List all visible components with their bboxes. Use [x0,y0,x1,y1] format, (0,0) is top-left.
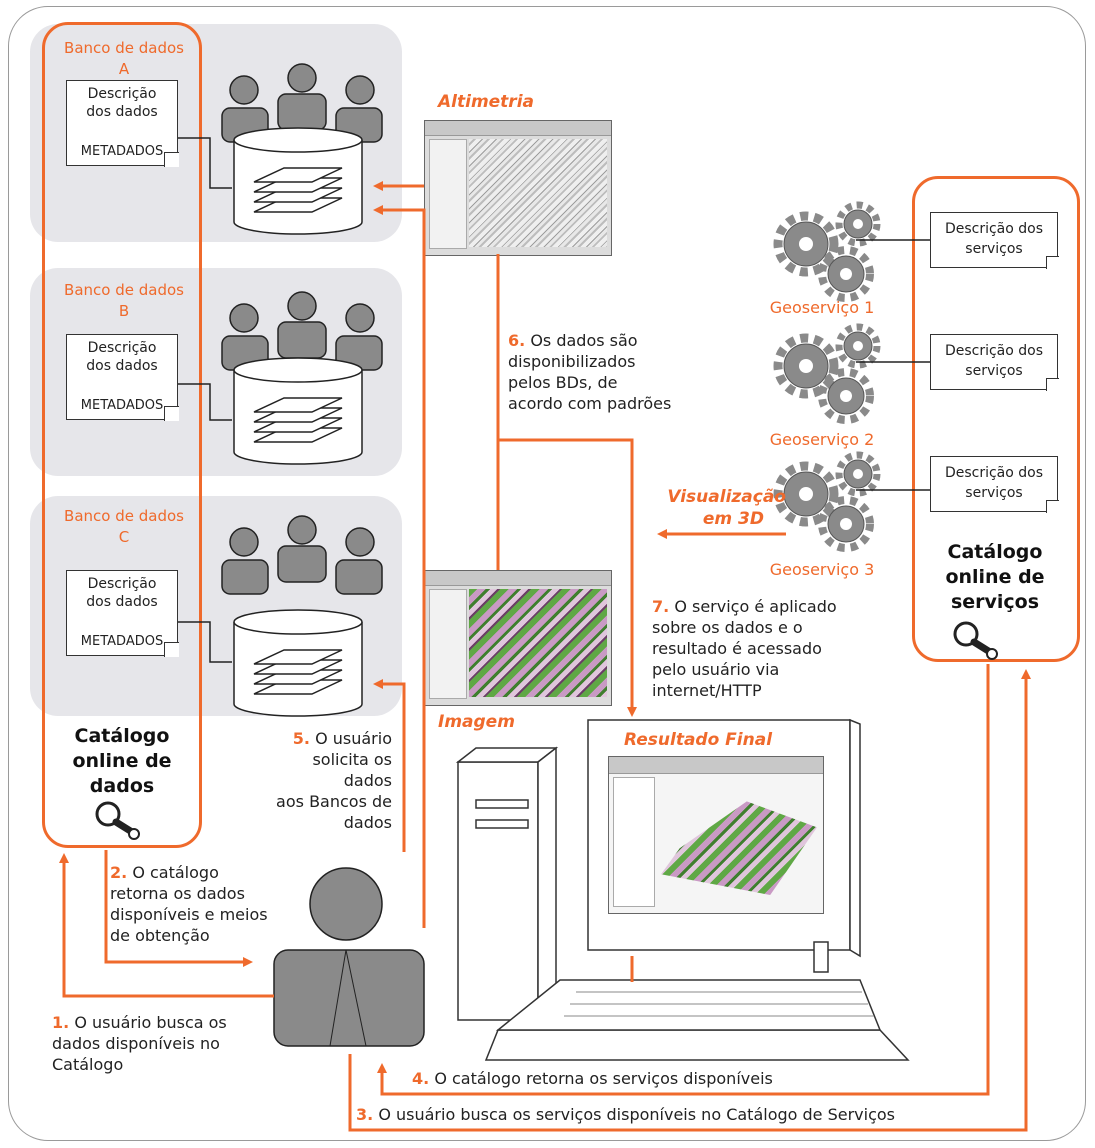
step-5-num: 5. [292,729,310,748]
step-2-line1: O catálogo [132,863,219,882]
step-2-text: 2. O catálogo retorna os dados disponíve… [110,862,268,946]
doc-fold-icon [164,406,179,421]
doc-fold-icon [1046,500,1059,513]
service-doc-3-text: Descrição dos serviços [944,465,1044,501]
geoservice-3-label: Geoserviço 3 [769,560,875,579]
step-3-text: 3. O usuário busca os serviços disponíve… [356,1104,895,1125]
metadata-doc-c-tag: METADADOS [80,634,164,649]
database-b-title-line2: B [118,302,130,320]
step-6-text: 6. Os dados são disponibilizados pelos B… [508,330,671,414]
resultado-final-label: Resultado Final [624,730,773,750]
data-catalog-line1: Catálogo [74,725,170,747]
service-catalog-title: Catálogo online de serviços [920,540,1070,615]
visualizacao-label: Visualização em 3D [656,486,786,530]
database-cylinder-icon [233,357,363,465]
geoservice-1-label: Geoserviço 1 [769,298,875,317]
resultado-screenshot [608,756,824,914]
metadata-doc-c-text: Descrição dos dados [86,576,158,610]
doc-fold-icon [1046,378,1059,391]
step-2-num: 2. [110,863,128,882]
step-7-line1: O serviço é aplicado [674,597,837,616]
users-group-icon [221,291,383,371]
step-1-num: 1. [52,1013,70,1032]
metadata-doc-b-text: Descrição dos dados [86,340,158,374]
step-4-num: 4. [412,1069,430,1088]
altimetria-screenshot [424,120,612,256]
diagram-frame [8,6,1086,1141]
visualizacao-line1: Visualização [667,487,786,507]
metadata-doc-a-tag: METADADOS [80,144,164,159]
users-group-icon [221,515,383,595]
step-6-line4: acordo com padrões [508,394,672,413]
service-catalog-box [912,176,1080,662]
magnifier-icon [95,801,140,840]
step-5-line3: aos Bancos de [276,792,392,811]
step-7-line3: resultado é acessado [652,639,822,658]
magnifier-icon [953,621,998,660]
service-doc-2: Descrição dos serviços [930,334,1059,391]
step-2-line3: disponíveis e meios [110,905,268,924]
service-catalog-line1: Catálogo [947,541,1043,563]
step-5-line4: dados [343,813,392,832]
database-c-title: Banco de dados C [44,506,204,548]
database-a-title-line2: A [118,60,130,78]
metadata-doc-b: Descrição dos dados METADADOS [66,334,179,421]
visualizacao-line2: em 3D [702,509,764,529]
geoservice-2-label: Geoserviço 2 [769,430,875,449]
imagem-screenshot [424,570,612,706]
service-doc-1: Descrição dos serviços [930,212,1059,269]
step-7-line5: internet/HTTP [652,681,762,700]
step-3-line: O usuário busca os serviços disponíveis … [378,1105,896,1124]
step-1-line1: O usuário busca os [74,1013,227,1032]
database-a-title: Banco de dados A [44,38,204,80]
metadata-doc-c: Descrição dos dados METADADOS [66,570,179,657]
step-2-line4: de obtenção [110,926,210,945]
metadata-doc-a-text: Descrição dos dados [86,86,158,120]
gears-icon [773,201,881,302]
gears-icon [773,451,881,552]
step-2-line2: retorna os dados [110,884,245,903]
step-4-line: O catálogo retorna os serviços disponíve… [434,1069,773,1088]
data-catalog-line2: online de [72,750,172,772]
database-b-title: Banco de dados B [44,280,204,322]
altimetria-label: Altimetria [438,92,534,112]
step-7-num: 7. [652,597,670,616]
step-5-text: 5. O usuário solicita os dados aos Banco… [262,728,392,833]
step-5-line2: solicita os dados [312,750,392,790]
step-6-num: 6. [508,331,526,350]
doc-fold-icon [164,642,179,657]
data-catalog-title: Catálogo online de dados [52,724,192,799]
doc-fold-icon [164,152,179,167]
service-doc-2-text: Descrição dos serviços [944,343,1044,379]
doc-fold-icon [1046,256,1059,269]
service-catalog-line3: serviços [950,591,1040,613]
step-1-text: 1. O usuário busca os dados disponíveis … [52,1012,227,1075]
step-5-line1: O usuário [315,729,392,748]
metadata-doc-a: Descrição dos dados METADADOS [66,80,179,167]
data-catalog-line3: dados [89,775,155,797]
database-a-title-line1: Banco de dados [64,39,184,57]
database-c-title-line2: C [118,528,130,546]
gears-icon [773,323,881,424]
service-catalog-line2: online de [945,566,1045,588]
database-c-title-line1: Banco de dados [64,507,184,525]
step-3-num: 3. [356,1105,374,1124]
step-6-line3: pelos BDs, de [508,373,618,392]
step-4-text: 4. O catálogo retorna os serviços dispon… [412,1068,773,1089]
step-6-line2: disponibilizados [508,352,636,371]
service-doc-1-text: Descrição dos serviços [944,221,1044,257]
step-1-line2: dados disponíveis no [52,1034,220,1053]
data-catalog-box [42,22,202,848]
step-1-line3: Catálogo [52,1055,124,1074]
step-6-line1: Os dados são [530,331,638,350]
metadata-doc-b-tag: METADADOS [80,398,164,413]
step-7-line4: pelo usuário via [652,660,780,679]
database-cylinder-icon [233,609,363,717]
service-doc-3: Descrição dos serviços [930,456,1059,513]
step-7-line2: sobre os dados e o [652,618,803,637]
step-7-text: 7. O serviço é aplicado sobre os dados e… [652,596,837,701]
imagem-label: Imagem [438,712,515,732]
database-b-title-line1: Banco de dados [64,281,184,299]
database-cylinder-icon [233,127,363,235]
